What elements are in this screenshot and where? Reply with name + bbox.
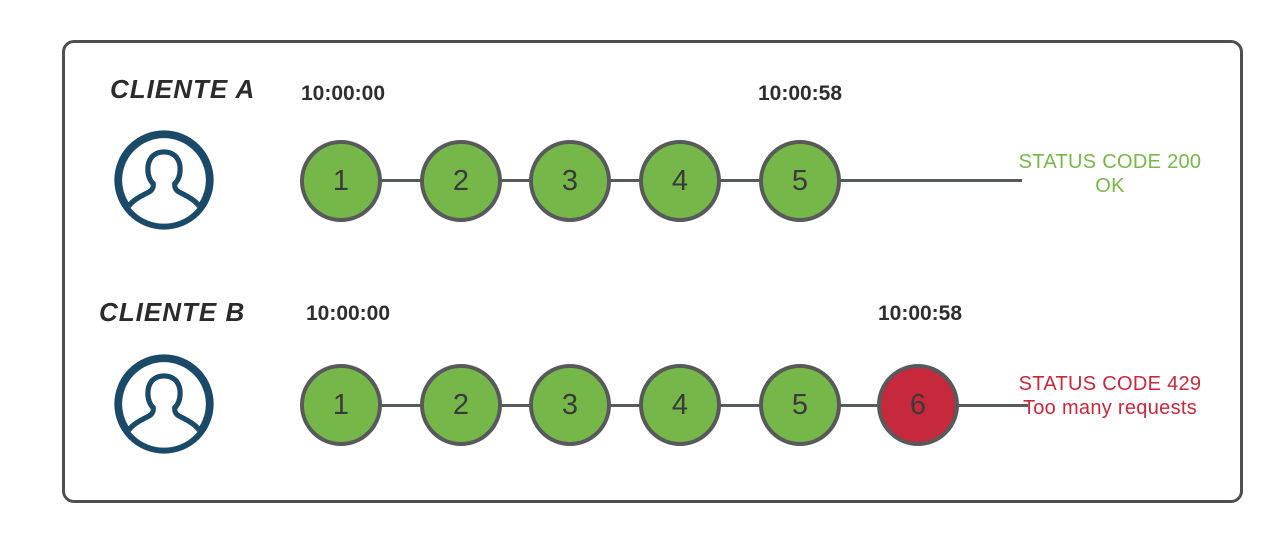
client-a-request-5: 5	[759, 140, 841, 222]
client-a-status-message: OK	[1095, 175, 1125, 197]
client-a-request-4: 4	[639, 140, 721, 222]
client-b-status: STATUS CODE 429 Too many requests	[990, 372, 1230, 420]
user-avatar-icon	[112, 352, 216, 456]
client-b-start-time: 10:00:00	[305, 302, 391, 325]
client-b-request-5: 5	[759, 364, 841, 446]
user-avatar-icon	[112, 128, 216, 232]
client-a-status: STATUS CODE 200 OK	[990, 150, 1230, 198]
client-a-request-1: 1	[300, 140, 382, 222]
client-a-label: CLIENTE A	[110, 74, 256, 104]
client-b-request-2: 2	[420, 364, 502, 446]
client-b-request-1: 1	[300, 364, 382, 446]
client-b-end-time: 10:00:58	[877, 302, 963, 325]
client-a-status-code: STATUS CODE 200	[1018, 151, 1202, 173]
client-b-status-message: Too many requests	[1022, 397, 1198, 419]
client-b-request-4: 4	[639, 364, 721, 446]
client-b-status-code: STATUS CODE 429	[1018, 373, 1202, 395]
client-b-request-3: 3	[529, 364, 611, 446]
client-b-label: CLIENTE B	[99, 297, 246, 327]
client-b-request-6-blocked: 6	[877, 364, 959, 446]
client-a-request-3: 3	[529, 140, 611, 222]
client-a-request-2: 2	[420, 140, 502, 222]
client-a-end-time: 10:00:58	[757, 82, 843, 105]
client-a-start-time: 10:00:00	[300, 82, 386, 105]
